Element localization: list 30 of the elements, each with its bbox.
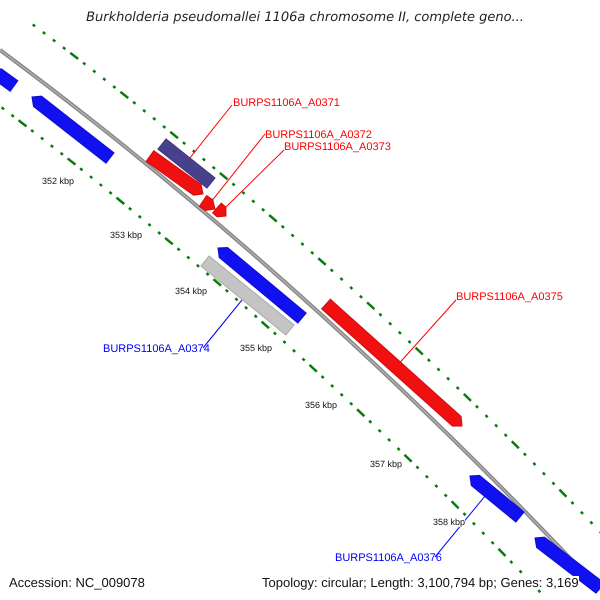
genome-summary: Topology: circular; Length: 3,100,794 bp; Genes: 3,169 — [262, 576, 579, 589]
leader-line — [212, 134, 266, 200]
gene-label: BURPS1106A_A0376 — [335, 553, 442, 564]
gene-label: BURPS1106A_A0372 — [265, 130, 372, 141]
leader-line — [400, 300, 456, 362]
tick-label: 352 kbp — [42, 177, 74, 186]
gene-block — [469, 474, 525, 523]
tick-label: 355 kbp — [240, 344, 272, 353]
gene-label: BURPS1106A_A0373 — [284, 142, 391, 153]
leader-line — [189, 104, 232, 158]
accession-text: Accession: NC_009078 — [9, 576, 145, 589]
tick-label: 358 kbp — [433, 518, 466, 527]
gene-block — [157, 138, 216, 189]
gene-label: BURPS1106A_A0374 — [103, 344, 210, 355]
leader-line — [202, 299, 243, 348]
gene-block — [0, 68, 19, 92]
gene-block — [31, 96, 115, 164]
title: Burkholderia pseudomallei 1106a chromosome II, complete geno... — [85, 11, 525, 24]
tick-label: 353 kbp — [110, 231, 142, 240]
gene-label: BURPS1106A_A0371 — [233, 98, 340, 109]
gene-block — [198, 194, 216, 212]
leader-line — [434, 496, 486, 558]
gene-label: BURPS1106A_A0375 — [456, 292, 563, 303]
gene-block — [212, 202, 226, 218]
gene-block — [146, 150, 204, 196]
gene-block — [217, 246, 307, 324]
tick-label: 354 kbp — [175, 287, 208, 296]
tick-label: 356 kbp — [305, 401, 338, 410]
leader-line — [225, 150, 284, 208]
tick-label: 357 kbp — [370, 460, 402, 469]
